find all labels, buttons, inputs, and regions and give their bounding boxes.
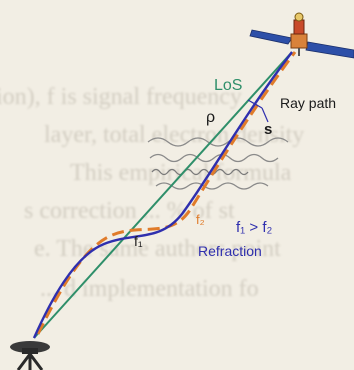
background-text-line: ion), f is signal frequency (0, 84, 242, 110)
los-line (33, 51, 293, 339)
slant-path-bracket (247, 99, 269, 123)
ray-path-label: Ray path (280, 95, 336, 111)
slant-distance-label: s (264, 121, 272, 138)
ionosphere-wave (155, 182, 269, 190)
background-text-line: s correction ... % of st (24, 198, 235, 224)
frequency-relation-label: f₁ > f₂ (236, 219, 272, 236)
ray-path-f1 (32, 51, 293, 339)
ionosphere-layers (147, 137, 289, 190)
background-text-line: layer, total electron density (44, 122, 305, 148)
ionosphere-wave (149, 153, 279, 163)
f2-path-label: f₂ (196, 212, 205, 227)
background-text-line: e. The same authors point (34, 236, 281, 262)
background-text-line: This empirical formula (70, 160, 292, 186)
rho-label: ρ (206, 109, 215, 126)
refraction-label: Refraction (198, 243, 262, 259)
f1-path-label: f₁ (134, 233, 143, 249)
ionosphere-wave (147, 137, 289, 147)
background-text-line: ... d implementation fo (40, 276, 259, 302)
satellite-icon (249, 12, 354, 59)
receiver-antenna-icon (10, 341, 50, 370)
ionosphere-wave (151, 168, 249, 176)
los-label: LoS (214, 77, 242, 94)
